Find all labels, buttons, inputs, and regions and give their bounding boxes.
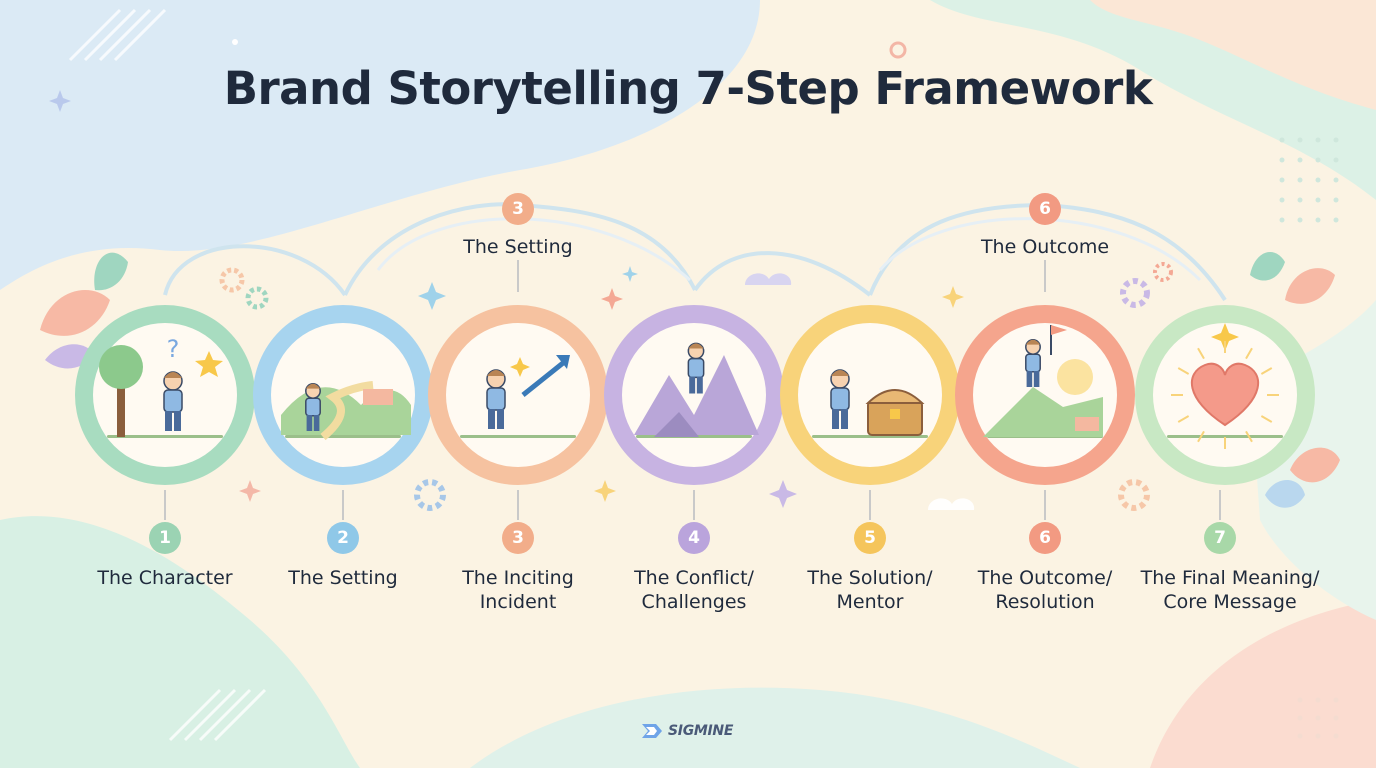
step-5-badge: 5 (854, 522, 886, 554)
brand-name: SIGMINE (668, 723, 734, 739)
step-6-badge: 6 (1029, 522, 1061, 554)
step-3-circle (428, 305, 608, 485)
character-scene-illustration: ? (99, 335, 223, 438)
brand-footer: SIGMINE (640, 720, 733, 742)
svg-text:?: ? (167, 335, 180, 363)
outcome-scene-illustration (983, 325, 1103, 438)
step-7-circle (1135, 305, 1315, 485)
solution-scene-illustration (812, 369, 928, 438)
top-callout-label-2: The Outcome (980, 236, 1110, 258)
setting-scene-illustration (281, 381, 411, 441)
top-callout-badge-1: 3 (502, 193, 534, 225)
step-5-circle (780, 305, 960, 485)
brand-logo-icon (642, 724, 662, 738)
step-4-label: The Conflict/Challenges (634, 567, 754, 613)
inciting-scene-illustration (460, 355, 576, 438)
stems (164, 260, 1221, 520)
step-7-label: The Final Meaning/Core Message (1140, 567, 1320, 613)
step-4-badge: 4 (678, 522, 710, 554)
top-callout-label-1: The Setting (463, 236, 573, 258)
step-circles: ? (75, 305, 1315, 485)
step-1-label: The Character (97, 567, 233, 589)
step-6-label: The Outcome/Resolution (977, 567, 1113, 613)
step-2-circle (253, 305, 433, 485)
top-callout-badge-2: 6 (1029, 193, 1061, 225)
step-2-badge: 2 (327, 522, 359, 554)
leaves-right (1250, 252, 1340, 508)
gear-icons (219, 262, 1173, 511)
cloud-decor (745, 273, 975, 510)
step-4-circle (604, 305, 784, 485)
page-title: Brand Storytelling 7-Step Framework (223, 62, 1153, 115)
step-2-label: The Setting (288, 567, 398, 589)
step-1-badge: 1 (149, 522, 181, 554)
step-5-label: The Solution/Mentor (807, 567, 933, 613)
step-1-circle: ? (75, 305, 255, 485)
step-3-badge: 3 (502, 522, 534, 554)
step-7-badge: 7 (1204, 522, 1236, 554)
step-6-circle (955, 305, 1135, 485)
conflict-scene-illustration (634, 342, 759, 438)
sparkle-icons (239, 266, 964, 508)
meaning-scene-illustration (1167, 323, 1283, 449)
